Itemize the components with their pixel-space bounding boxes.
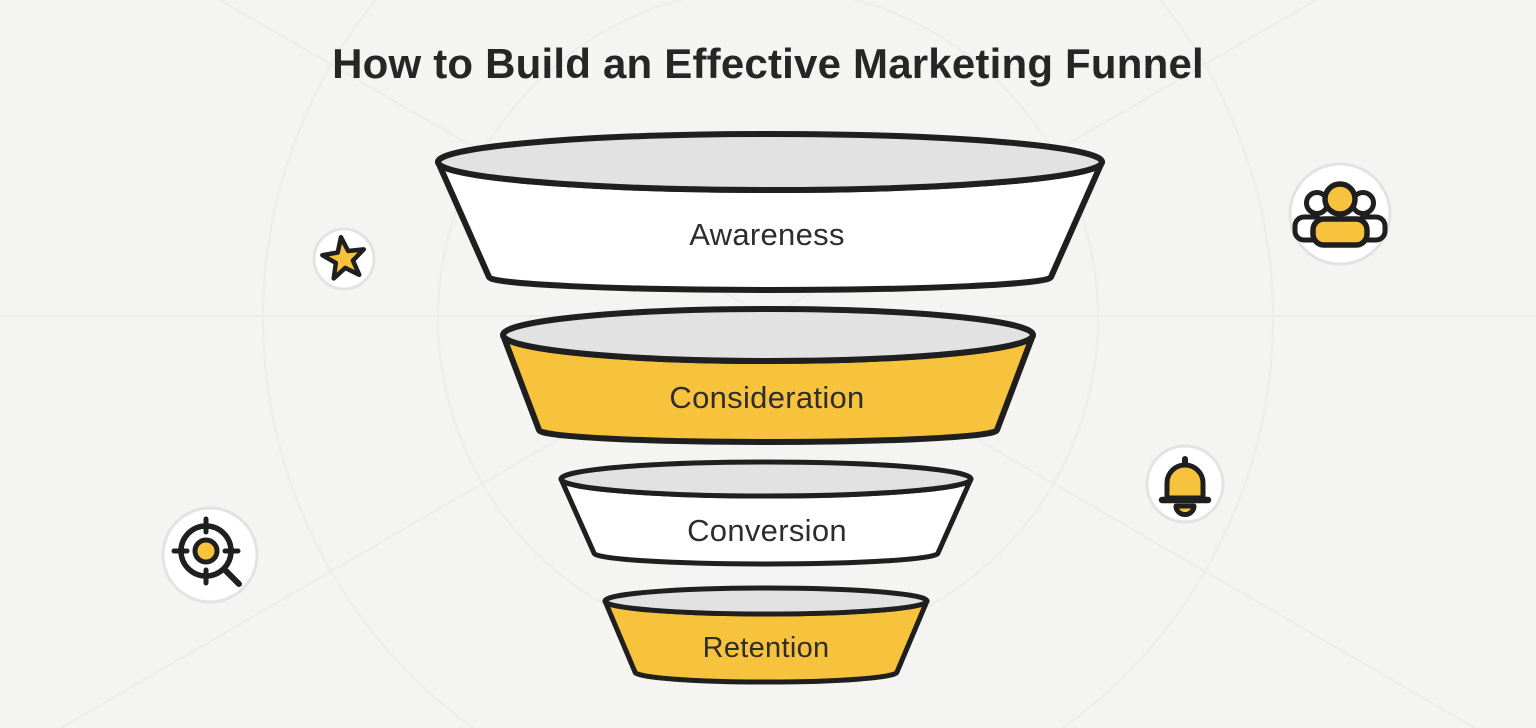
funnel-stage-consideration: Consideration xyxy=(500,306,1036,445)
funnel-stage-consideration-label: Consideration xyxy=(669,380,864,415)
funnel-stage-awareness-opening xyxy=(435,131,1105,193)
funnel-stage-retention-label: Retention xyxy=(703,632,830,664)
bell-icon xyxy=(1145,444,1225,524)
page-title: How to Build an Effective Marketing Funn… xyxy=(332,40,1204,87)
funnel-stage-conversion-label: Conversion xyxy=(687,513,847,548)
funnel-stage-conversion: Conversion xyxy=(558,459,974,567)
funnel-stage-conversion-opening xyxy=(558,459,974,499)
bell-icon-dome xyxy=(1164,462,1206,501)
funnel-stage-retention-opening xyxy=(602,585,930,617)
funnel-stage-consideration-opening xyxy=(500,306,1036,364)
funnel-stage-awareness: Awareness xyxy=(435,131,1105,293)
target-search-icon xyxy=(161,506,259,604)
star-icon-glyph xyxy=(320,234,367,281)
target-search-icon-dot xyxy=(192,537,220,565)
bell-icon-clapper xyxy=(1173,503,1197,517)
users-icon-center-head xyxy=(1322,181,1358,217)
star-icon xyxy=(312,227,376,291)
users-icon-center-body xyxy=(1310,216,1370,248)
users-icon xyxy=(1288,162,1392,266)
funnel-stage-retention: Retention xyxy=(602,585,930,685)
background-circle-outer xyxy=(262,0,1274,728)
funnel-stage-awareness-label: Awareness xyxy=(689,217,845,252)
target-search-icon-handle xyxy=(221,566,242,587)
